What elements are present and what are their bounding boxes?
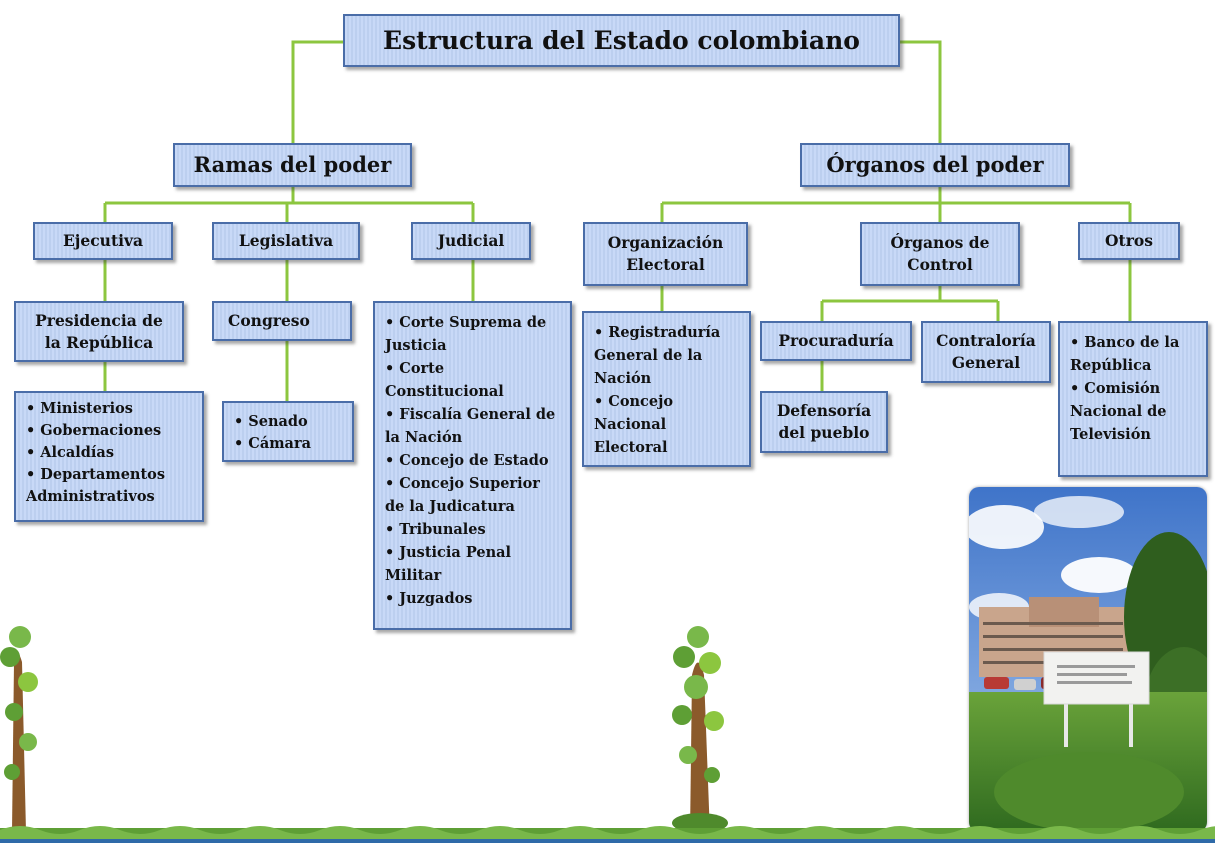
list-electoral: •Registraduría General de la Nación •Con… xyxy=(582,311,751,467)
node-congreso: Congreso xyxy=(212,301,352,341)
list-item: •Corte Constitucional xyxy=(385,360,504,400)
list-item: •Alcaldías xyxy=(26,444,114,461)
list-item: •Registraduría General de la Nación xyxy=(594,324,721,387)
node-organos-de-control: Órganos de Control xyxy=(860,222,1020,286)
list-item: •Justicia Penal Militar xyxy=(385,544,512,584)
list-item: •Tribunales xyxy=(385,521,486,538)
left-tree-icon xyxy=(0,626,38,832)
node-procuraduria: Procuraduría xyxy=(760,321,912,361)
ejecutiva-items: •Ministerios •Gobernaciones •Alcaldías •… xyxy=(26,398,196,508)
list-item: •Departamentos Administrativos xyxy=(26,466,165,505)
chart-title: Estructura del Estado colombiano xyxy=(343,14,900,67)
node-contraloria: Contraloría General xyxy=(921,321,1051,383)
list-item: •Concejo Superior de la Judicatura xyxy=(385,475,540,515)
building-photo xyxy=(969,487,1207,832)
list-item: •Banco de la República xyxy=(1070,334,1180,374)
list-otros: •Banco de la República •Comisión Naciona… xyxy=(1058,321,1208,477)
list-item: •Juzgados xyxy=(385,590,473,607)
list-item: •Corte Suprema de Justicia xyxy=(385,314,547,354)
legislativa-items: •Senado •Cámara xyxy=(234,411,311,455)
center-tree-icon xyxy=(672,626,728,835)
list-ejecutiva: •Ministerios •Gobernaciones •Alcaldías •… xyxy=(14,391,204,522)
node-organizacion-electoral: Organización Electoral xyxy=(583,222,748,286)
node-otros: Otros xyxy=(1078,222,1180,260)
list-item: •Cámara xyxy=(234,435,311,452)
list-item: •Concejo Nacional Electoral xyxy=(594,393,674,456)
otros-items: •Banco de la República •Comisión Naciona… xyxy=(1070,331,1200,446)
list-legislativa: •Senado •Cámara xyxy=(222,401,354,462)
node-ramas-del-poder: Ramas del poder xyxy=(173,143,412,187)
judicial-items: •Corte Suprema de Justicia •Corte Consti… xyxy=(385,311,564,610)
list-judicial: •Corte Suprema de Justicia •Corte Consti… xyxy=(373,301,572,630)
node-legislativa: Legislativa xyxy=(212,222,360,260)
list-item: •Fiscalía General de la Nación xyxy=(385,406,556,446)
list-item: •Gobernaciones xyxy=(26,422,162,439)
node-defensoria: Defensoría del pueblo xyxy=(760,391,888,453)
list-item: •Senado xyxy=(234,413,308,430)
list-item: •Comisión Nacional de Televisión xyxy=(1070,380,1167,443)
grass-ground xyxy=(0,826,1215,843)
node-ejecutiva: Ejecutiva xyxy=(33,222,173,260)
node-organos-del-poder: Órganos del poder xyxy=(800,143,1070,187)
list-item: •Ministerios xyxy=(26,400,133,417)
node-presidencia: Presidencia de la República xyxy=(14,301,184,362)
node-judicial: Judicial xyxy=(411,222,531,260)
list-item: •Concejo de Estado xyxy=(385,452,549,469)
electoral-items: •Registraduría General de la Nación •Con… xyxy=(594,321,743,459)
